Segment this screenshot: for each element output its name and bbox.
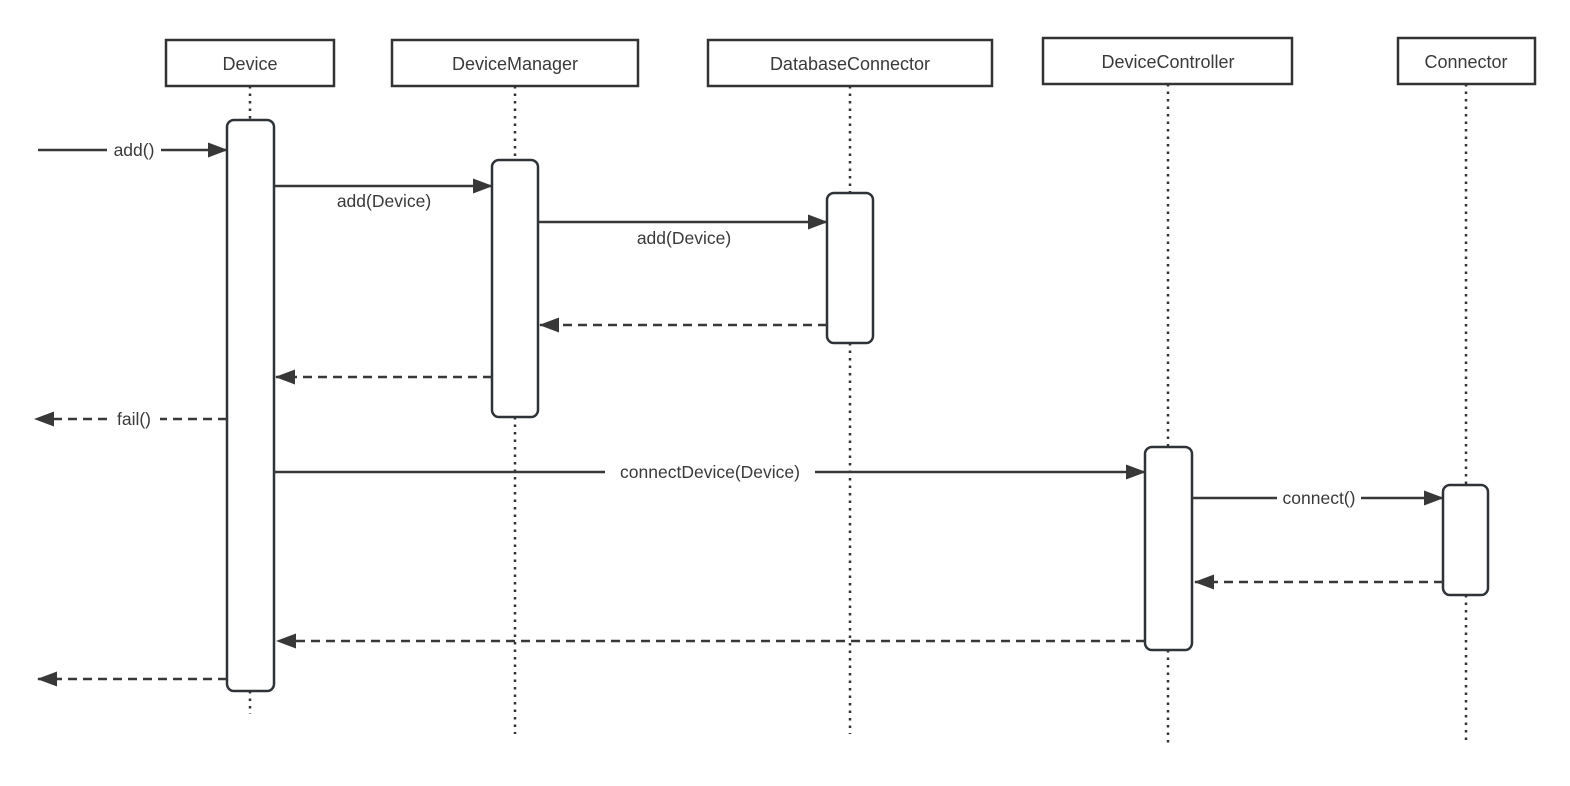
message-label-connect: connect() [1283, 488, 1356, 508]
participant-box-database-connector [706, 38, 994, 88]
participant-label-database-connector: DatabaseConnector [770, 54, 930, 74]
participant-connector: Connector [1396, 36, 1537, 86]
activation-connector [1441, 483, 1490, 597]
message-label-add: add() [114, 140, 155, 160]
activation-device [225, 118, 276, 693]
participant-label-device-controller: DeviceController [1101, 52, 1234, 72]
activation-database-connector [825, 191, 875, 345]
participant-box-device-manager [390, 38, 640, 88]
message-label-add-device-2: add(Device) [637, 228, 731, 248]
participant-label-connector: Connector [1424, 52, 1507, 72]
participant-box-device [164, 38, 336, 88]
activation-device-manager [490, 158, 540, 419]
participant-device: Device [164, 38, 336, 88]
participant-label-device: Device [222, 54, 277, 74]
message-label-fail: fail() [117, 409, 151, 429]
participant-box-connector [1396, 36, 1537, 86]
participant-database-connector: DatabaseConnector [706, 38, 994, 88]
message-label-add-device-1: add(Device) [337, 191, 431, 211]
message-label-connect-device: connectDevice(Device) [620, 462, 800, 482]
participant-device-controller: DeviceController [1041, 36, 1294, 86]
participant-box-device-controller [1041, 36, 1294, 86]
activation-device-controller [1143, 445, 1194, 652]
participant-device-manager: DeviceManager [390, 38, 640, 88]
participant-label-device-manager: DeviceManager [452, 54, 578, 74]
